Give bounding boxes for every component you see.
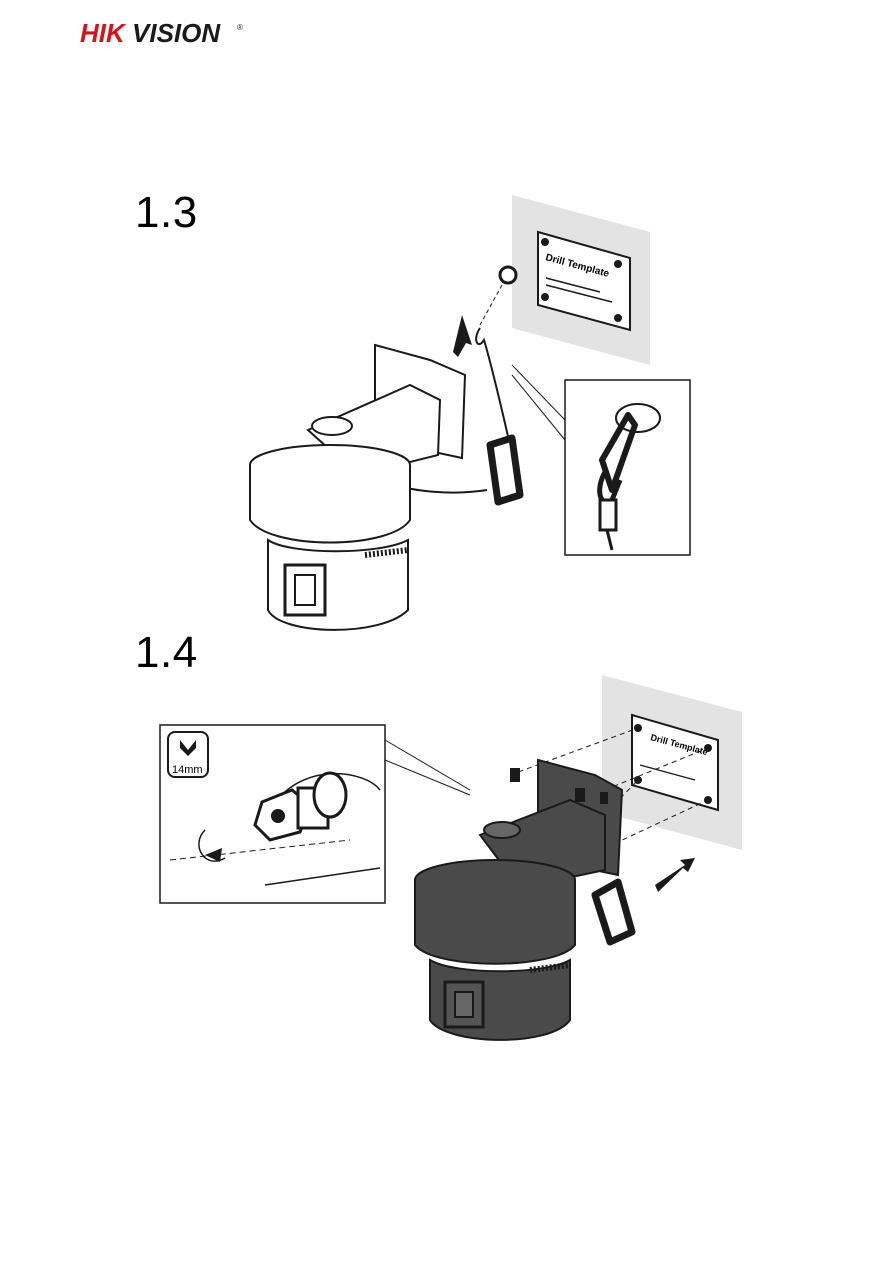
figure-step-1-3: Drill Template — [240, 190, 700, 640]
arrow-right-icon — [655, 858, 695, 892]
logo-registered-mark: ® — [237, 23, 243, 32]
arrow-up-icon — [453, 315, 472, 357]
rope-handle — [595, 882, 632, 942]
tool-size-label: 14mm — [172, 764, 203, 776]
callout-carabiner-detail — [565, 380, 690, 555]
hikvision-logo: HIK VISION ® — [80, 18, 250, 50]
logo-hik: HIK — [80, 18, 127, 48]
step-number-1-3: 1.3 — [135, 188, 198, 238]
safety-rope — [476, 328, 510, 445]
figure-step-1-4: Drill Template 14mm — [150, 670, 760, 1050]
camera-housing — [250, 465, 410, 543]
washer — [500, 267, 516, 283]
camera-housing — [415, 880, 575, 964]
logo-vision: VISION — [132, 18, 221, 48]
rope-handle — [490, 438, 520, 502]
